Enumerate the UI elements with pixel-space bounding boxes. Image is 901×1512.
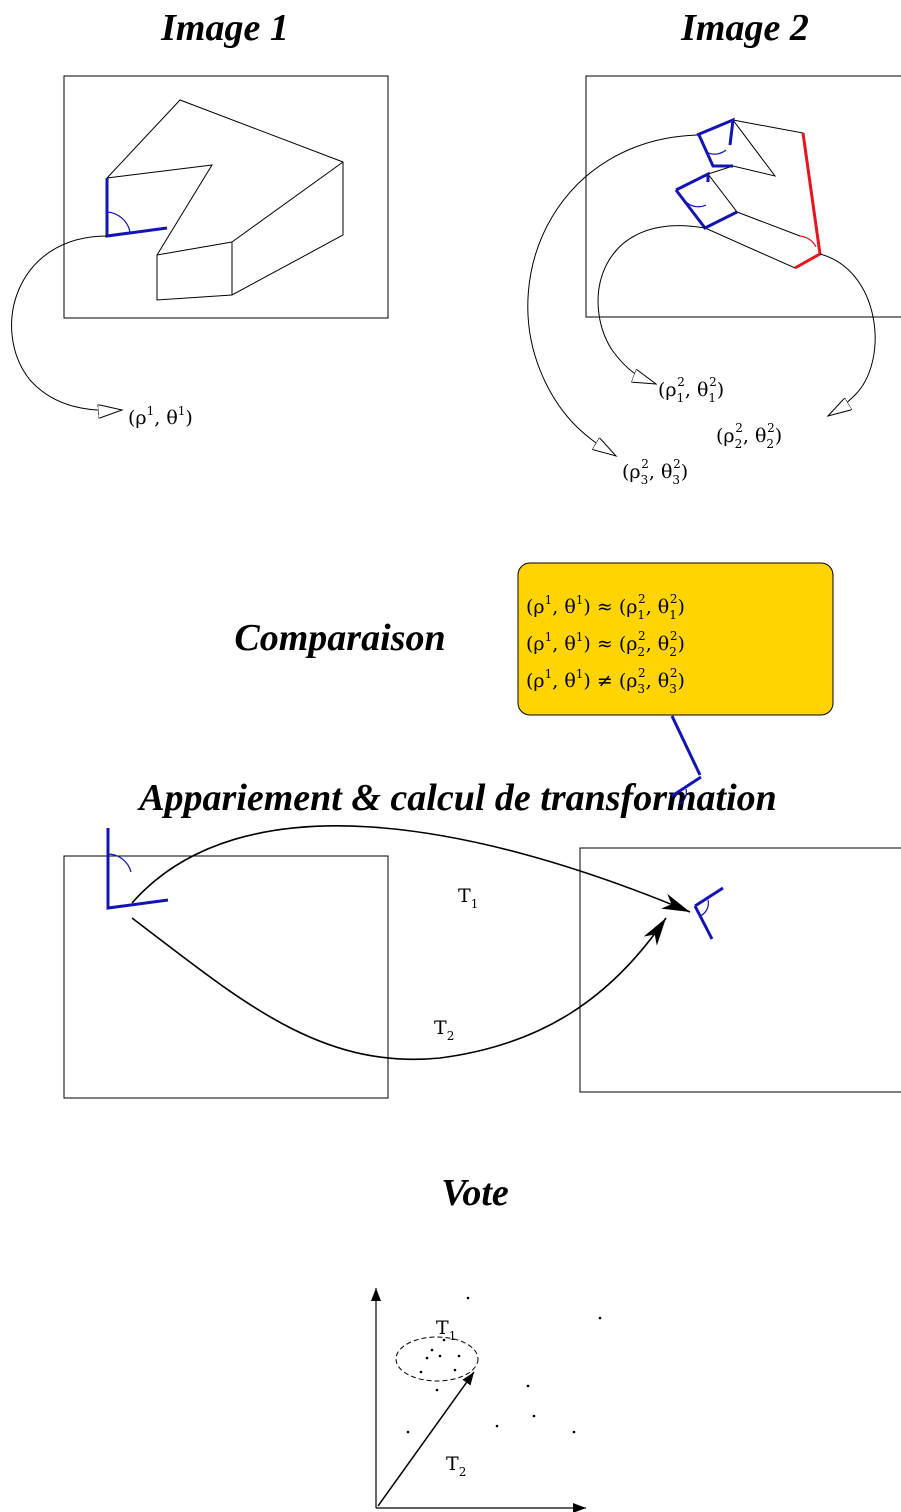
vote-cluster-ellipse (395, 1336, 479, 1382)
matching-left-corner (106, 828, 169, 910)
matching-left-frame (63, 855, 389, 1099)
transform-label-t2: T2 (434, 1017, 454, 1043)
matching-right-frame (579, 847, 901, 1093)
matching-right-corner-2 (670, 715, 702, 806)
image1-object (106, 99, 344, 301)
comparison-title: Comparaison (234, 617, 445, 659)
image2-corner-feature-2 (674, 171, 738, 230)
image2-descriptor-arrow-3 (527, 134, 698, 456)
transform-arrow-t1 (131, 825, 691, 913)
image1-title: Image 1 (160, 7, 289, 49)
image2-red-corner (794, 132, 822, 270)
comparison-row-1: (ρ1, θ1) ≈ (ρ12, θ12) (526, 592, 685, 622)
image2-corner-feature-1 (696, 117, 735, 168)
comparison-box (517, 562, 834, 716)
vote-title: Vote (441, 1172, 509, 1214)
vote-vector (377, 1371, 475, 1507)
vote-points (406, 1296, 602, 1434)
image1-corner-feature (105, 178, 168, 238)
vote-label-t2: T2 (446, 1453, 466, 1479)
image2-pair-label-3: (ρ32, θ32) (622, 457, 688, 487)
image2-descriptor-arrow-1 (597, 225, 706, 384)
transform-arrow-t2 (131, 917, 667, 1061)
image1-pair-label: (ρ1, θ1) (128, 404, 193, 429)
comparison-row-2: (ρ1, θ1) ≈ (ρ22, θ22) (526, 629, 685, 659)
image2-object (703, 119, 821, 269)
vote-label-t1: T1 (436, 1317, 456, 1343)
image2-pair-label-1: (ρ12, θ12) (658, 375, 724, 405)
comparison-row-3: (ρ1, θ1) ≠ (ρ32, θ32) (526, 666, 685, 696)
matching-title: Appariement & calcul de transformation (137, 777, 777, 819)
matching-right-corner-1 (693, 886, 724, 940)
vote-axes (371, 1288, 586, 1512)
image2-title: Image 2 (680, 7, 809, 49)
image1-descriptor-arrow (11, 235, 122, 410)
image2-frame (585, 75, 901, 318)
comparison-rows: (ρ1, θ1) ≈ (ρ12, θ12) (ρ1, θ1) ≈ (ρ22, θ… (526, 592, 685, 696)
transform-label-t1: T1 (458, 885, 478, 911)
image2-descriptor-arrow-2 (819, 253, 876, 416)
image1-frame (63, 75, 389, 319)
image2-pair-label-2: (ρ22, θ22) (716, 421, 782, 451)
